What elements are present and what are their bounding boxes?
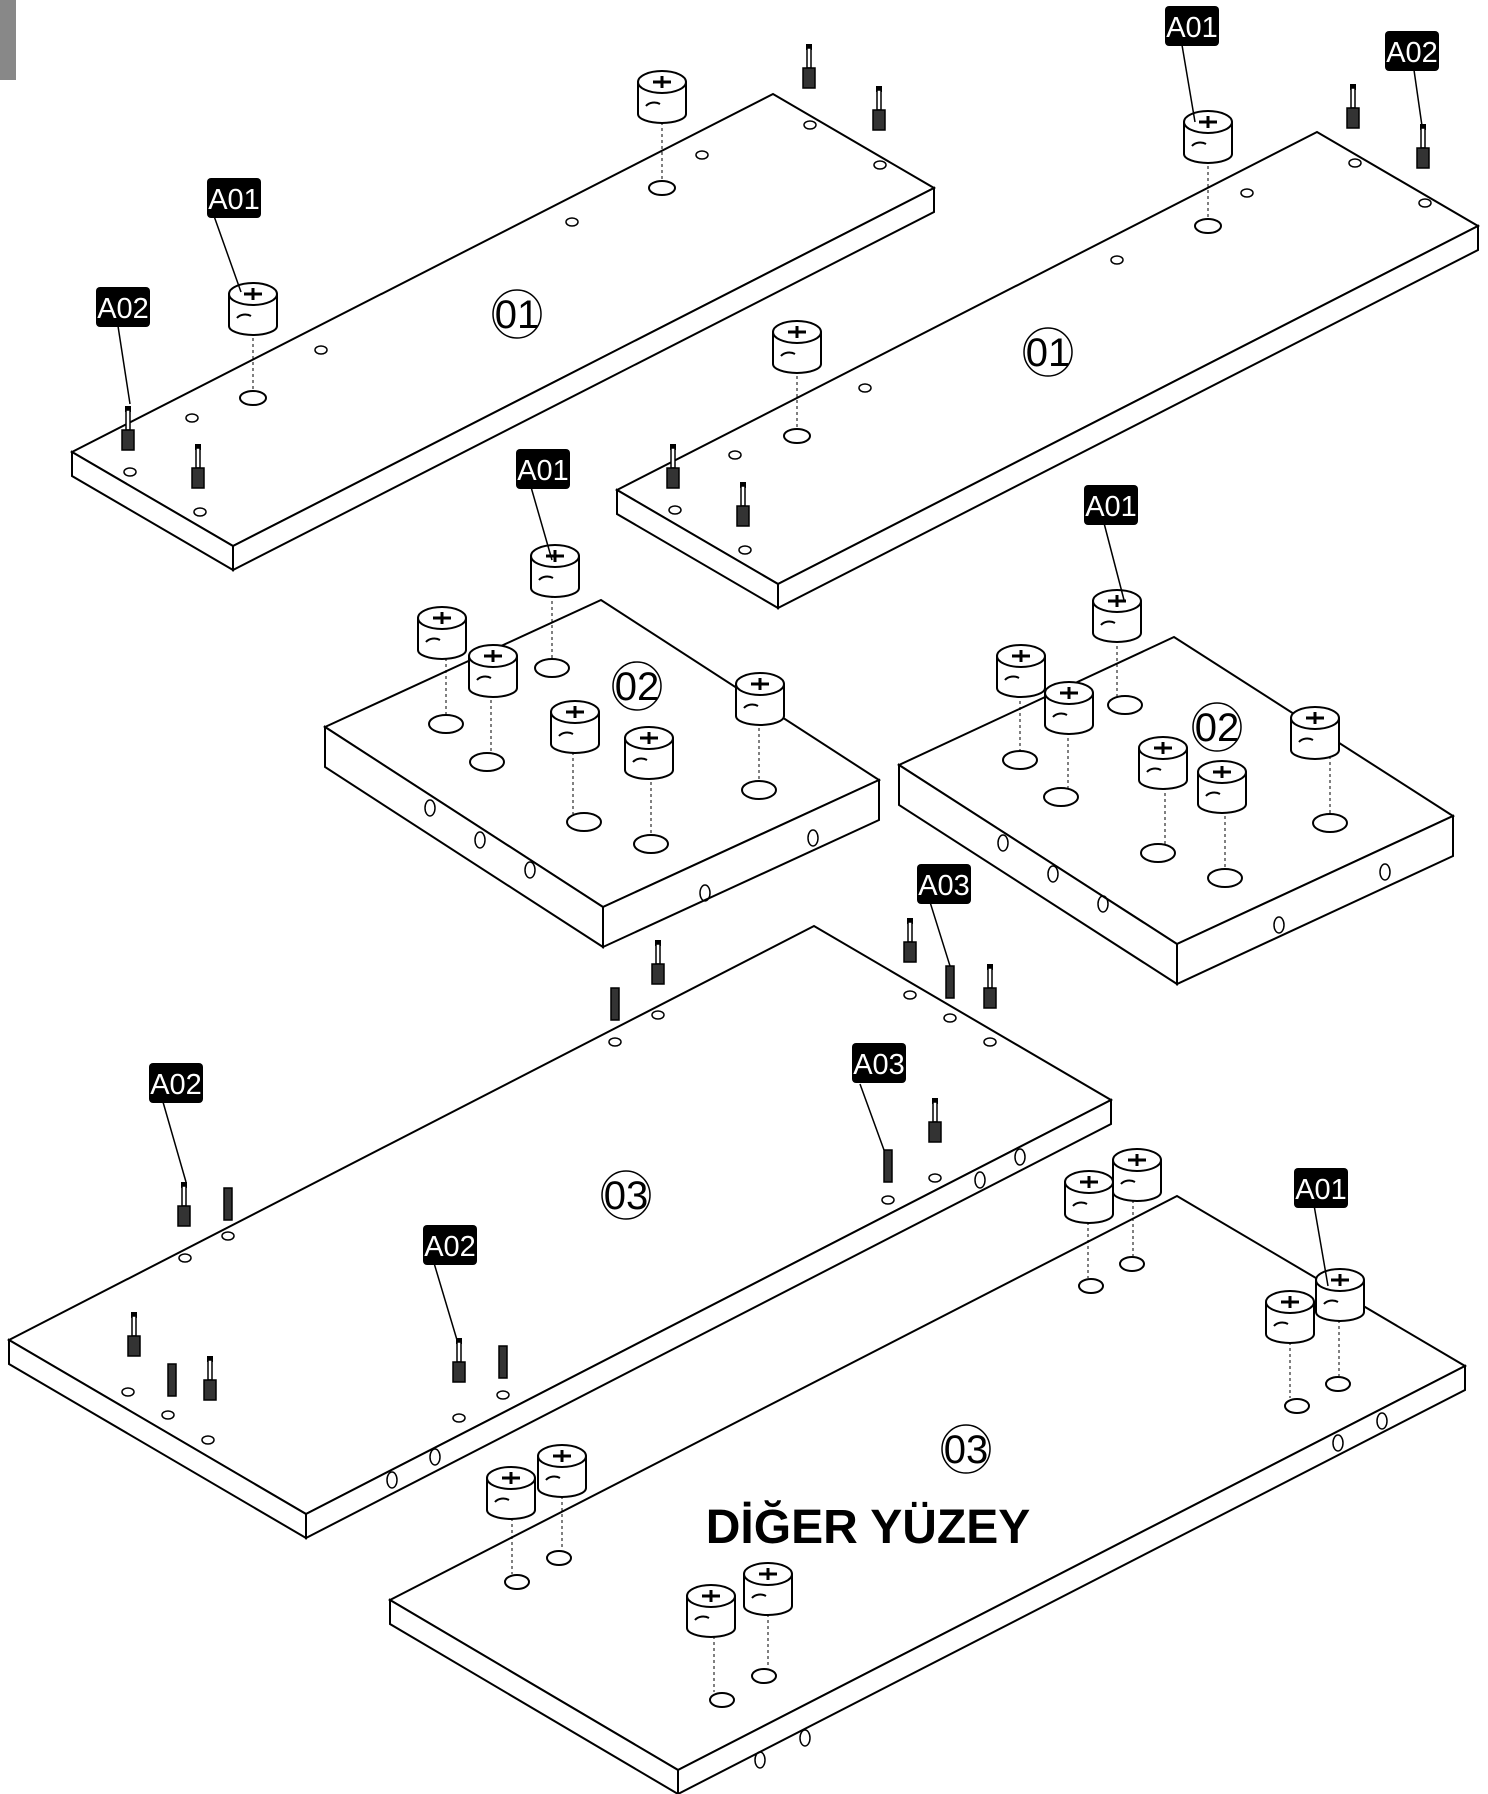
panel-02-left (322, 543, 882, 949)
svg-text:A02: A02 (424, 1231, 476, 1263)
callout-a02-panel01-left: A02 (96, 287, 150, 405)
panel-label-03-left: 03 (601, 1170, 651, 1220)
panel-02-right (896, 588, 1456, 986)
panel-03-left (6, 917, 1114, 1540)
svg-text:01: 01 (495, 293, 540, 337)
panel-label-02-left: 02 (612, 661, 662, 711)
callout-a01-panel02-right: A01 (1084, 485, 1138, 601)
svg-text:A02: A02 (97, 293, 149, 325)
callout-a02-panel01-right: A02 (1385, 31, 1439, 127)
panel-label-02-right: 02 (1192, 702, 1242, 752)
svg-text:A01: A01 (1295, 1174, 1347, 1206)
panel-label-01-right: 01 (1023, 327, 1073, 377)
callout-a03-panel03-upper: A03 (917, 864, 971, 967)
svg-text:A03: A03 (853, 1049, 905, 1081)
panel-label-01-left: 01 (492, 289, 542, 339)
panel-label-03-right: 03 (941, 1424, 991, 1474)
svg-text:A02: A02 (150, 1069, 202, 1101)
callout-a01-panel02-left: A01 (516, 449, 570, 561)
panel-03-right (387, 1147, 1468, 1794)
svg-text:01: 01 (1026, 331, 1071, 375)
callout-a03-panel03-middle: A03 (852, 1043, 906, 1151)
svg-text:02: 02 (1195, 706, 1240, 750)
svg-text:A03: A03 (918, 870, 970, 902)
svg-text:03: 03 (944, 1428, 989, 1472)
callout-a02-panel03-left: A02 (149, 1063, 203, 1183)
callout-a02-panel03-center: A02 (423, 1225, 477, 1341)
svg-text:A01: A01 (1085, 491, 1137, 523)
svg-text:03: 03 (604, 1174, 649, 1218)
callout-a01-panel01-left: A01 (207, 178, 261, 293)
svg-text:A01: A01 (1166, 12, 1218, 44)
other-side-label: DİĞER YÜZEY (706, 1500, 1031, 1554)
callout-a01-panel03-right: A01 (1294, 1168, 1348, 1287)
svg-text:A01: A01 (208, 184, 260, 216)
page-edge-tab (0, 0, 16, 80)
svg-text:02: 02 (615, 665, 660, 709)
svg-text:A02: A02 (1386, 37, 1438, 69)
callout-a01-panel01-right: A01 (1165, 6, 1219, 123)
svg-text:A01: A01 (517, 455, 569, 487)
